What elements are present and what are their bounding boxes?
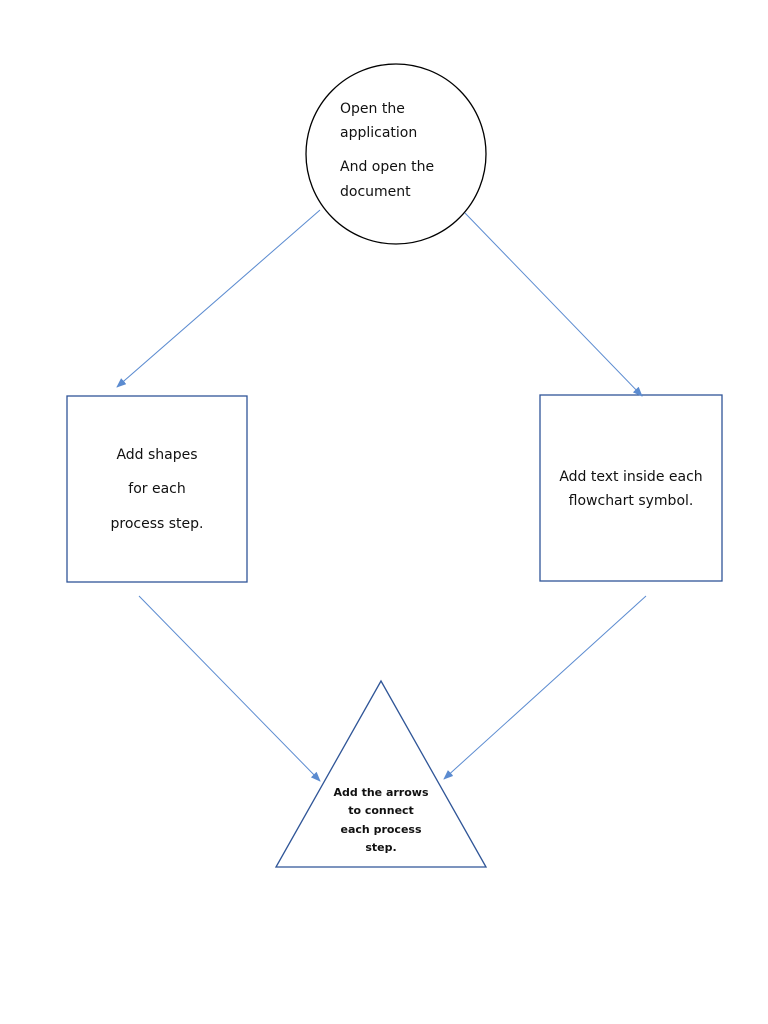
- right-box-text-line-2: flowchart symbol.: [568, 493, 694, 509]
- end-triangle[interactable]: [274, 679, 488, 868]
- left-box-text-line-3: process step.: [110, 516, 204, 532]
- start-circle-text-line-3: And open the: [340, 159, 435, 175]
- start-circle-text-line-2: application: [340, 125, 418, 141]
- triangle-text-line-2: to connect: [348, 804, 414, 817]
- start-circle-text-line-1: Open the: [340, 101, 405, 117]
- triangle-text-line-4: step.: [365, 841, 397, 854]
- triangle-text-line-1: Add the arrows: [333, 786, 429, 799]
- left-box-text-line-2: for each: [128, 481, 186, 497]
- start-circle-text-line-4: document: [340, 184, 411, 200]
- arrow-circle-to-right-box[interactable]: [464, 212, 643, 397]
- right-box-text-line-1: Add text inside each: [559, 469, 703, 485]
- process-box-right[interactable]: [539, 394, 723, 582]
- process-box-left[interactable]: [66, 395, 248, 583]
- start-circle[interactable]: [305, 63, 487, 245]
- left-box-text-line-1: Add shapes: [116, 447, 198, 463]
- arrow-right-box-to-triangle[interactable]: [443, 595, 647, 780]
- triangle-text-line-3: each process: [340, 823, 422, 836]
- arrow-circle-to-left-box[interactable]: [116, 209, 321, 388]
- arrow-left-box-to-triangle[interactable]: [138, 595, 321, 782]
